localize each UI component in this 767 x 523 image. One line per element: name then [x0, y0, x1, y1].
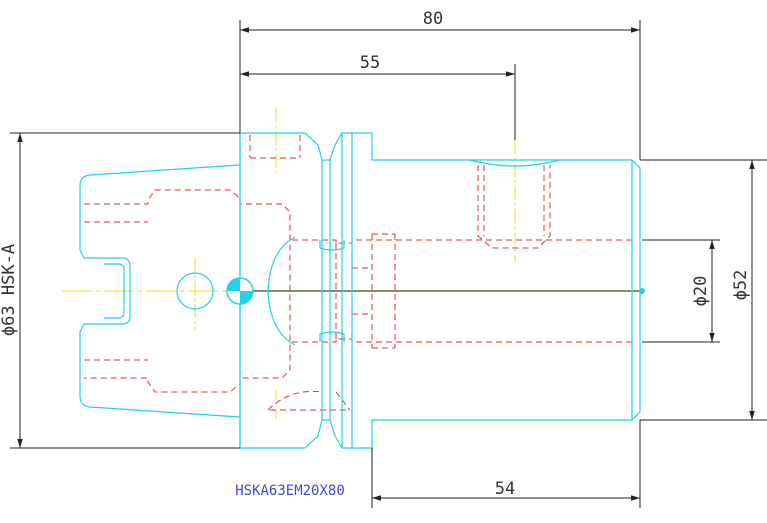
dim-20-text: ϕ20 [691, 276, 711, 307]
bore-hidden-bottom [292, 338, 632, 343]
coolant-tube-ring [319, 240, 345, 251]
hidden-lines [84, 135, 632, 411]
datum-symbol [226, 277, 254, 305]
taper-cavity-hidden [84, 189, 291, 393]
flange-outline [239, 132, 641, 449]
screw-counterbore [469, 159, 561, 167]
part-number-label: HSKA63EM20X80 [235, 483, 345, 499]
bore-hidden [292, 239, 632, 244]
bottom-hidden-arc-2 [335, 391, 351, 411]
coolant-tube-ring-bottom [319, 331, 345, 342]
dim-52-text: ϕ52 [731, 270, 751, 301]
dim-80-text: 80 [423, 9, 443, 29]
hsk-taper-slot-inner [104, 263, 125, 319]
dim-54-text: 54 [495, 479, 515, 499]
bottom-hidden-arc [267, 390, 323, 411]
end-center-point [639, 288, 645, 294]
taper-small-hole [176, 272, 214, 310]
dim-55-text: 55 [360, 53, 380, 73]
hsk-taper-outline [79, 164, 241, 418]
dimensions [10, 20, 767, 508]
dim-63-text: ϕ63 HSK-A [0, 244, 19, 336]
screw-hole-hidden [477, 165, 551, 249]
center-lines [62, 108, 516, 420]
coolant-tube [267, 236, 296, 346]
